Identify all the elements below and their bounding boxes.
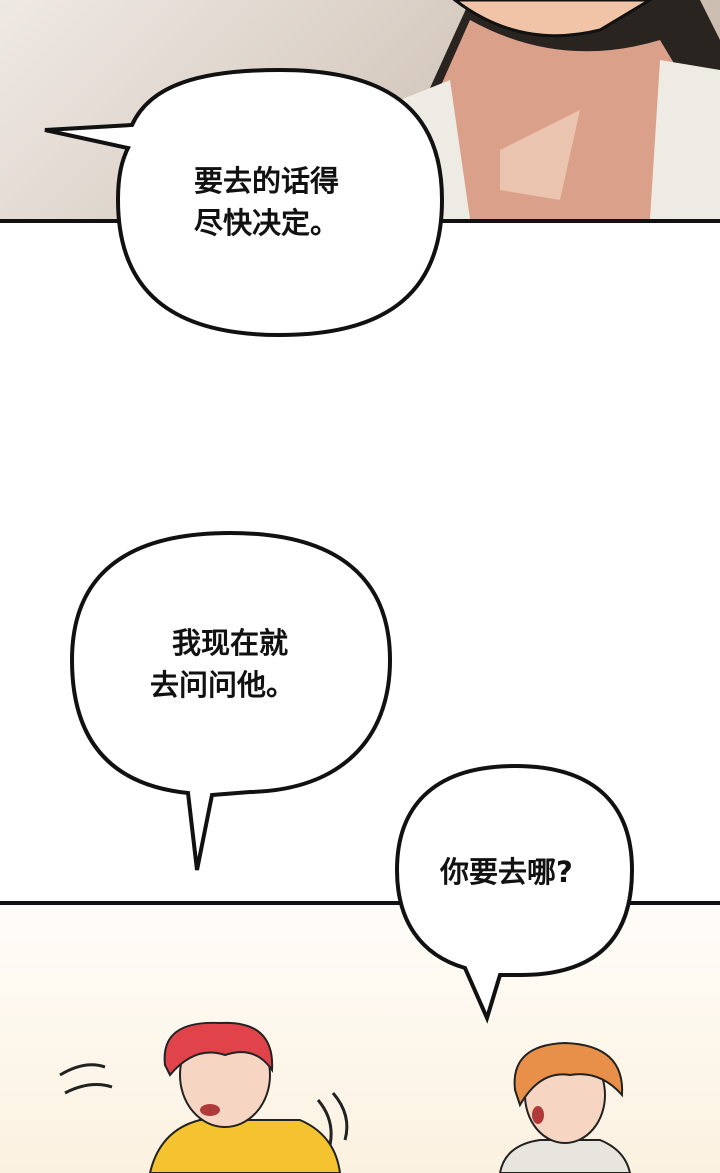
bubble-2-line-2: 去问问他。 xyxy=(150,668,296,702)
bubble-1-line-2: 尽快决定。 xyxy=(194,206,340,240)
bubble-3-line-1: 你要去哪? xyxy=(440,855,573,889)
bubble-2-line-1: 我现在就 xyxy=(172,626,289,660)
speech-bubble-3 xyxy=(394,763,635,1024)
characters-illustration xyxy=(59,1021,632,1173)
bubble-1-text: 要去的话得 尽快决定。 xyxy=(194,160,339,244)
bubble-2-text: 我现在就 去问问他。 xyxy=(150,622,295,706)
speech-bubble-1 xyxy=(44,67,445,338)
bubble-1-line-1: 要去的话得 xyxy=(194,164,340,198)
speech-bubble-2 xyxy=(69,530,393,871)
bubble-3-text: 你要去哪? xyxy=(440,851,573,893)
